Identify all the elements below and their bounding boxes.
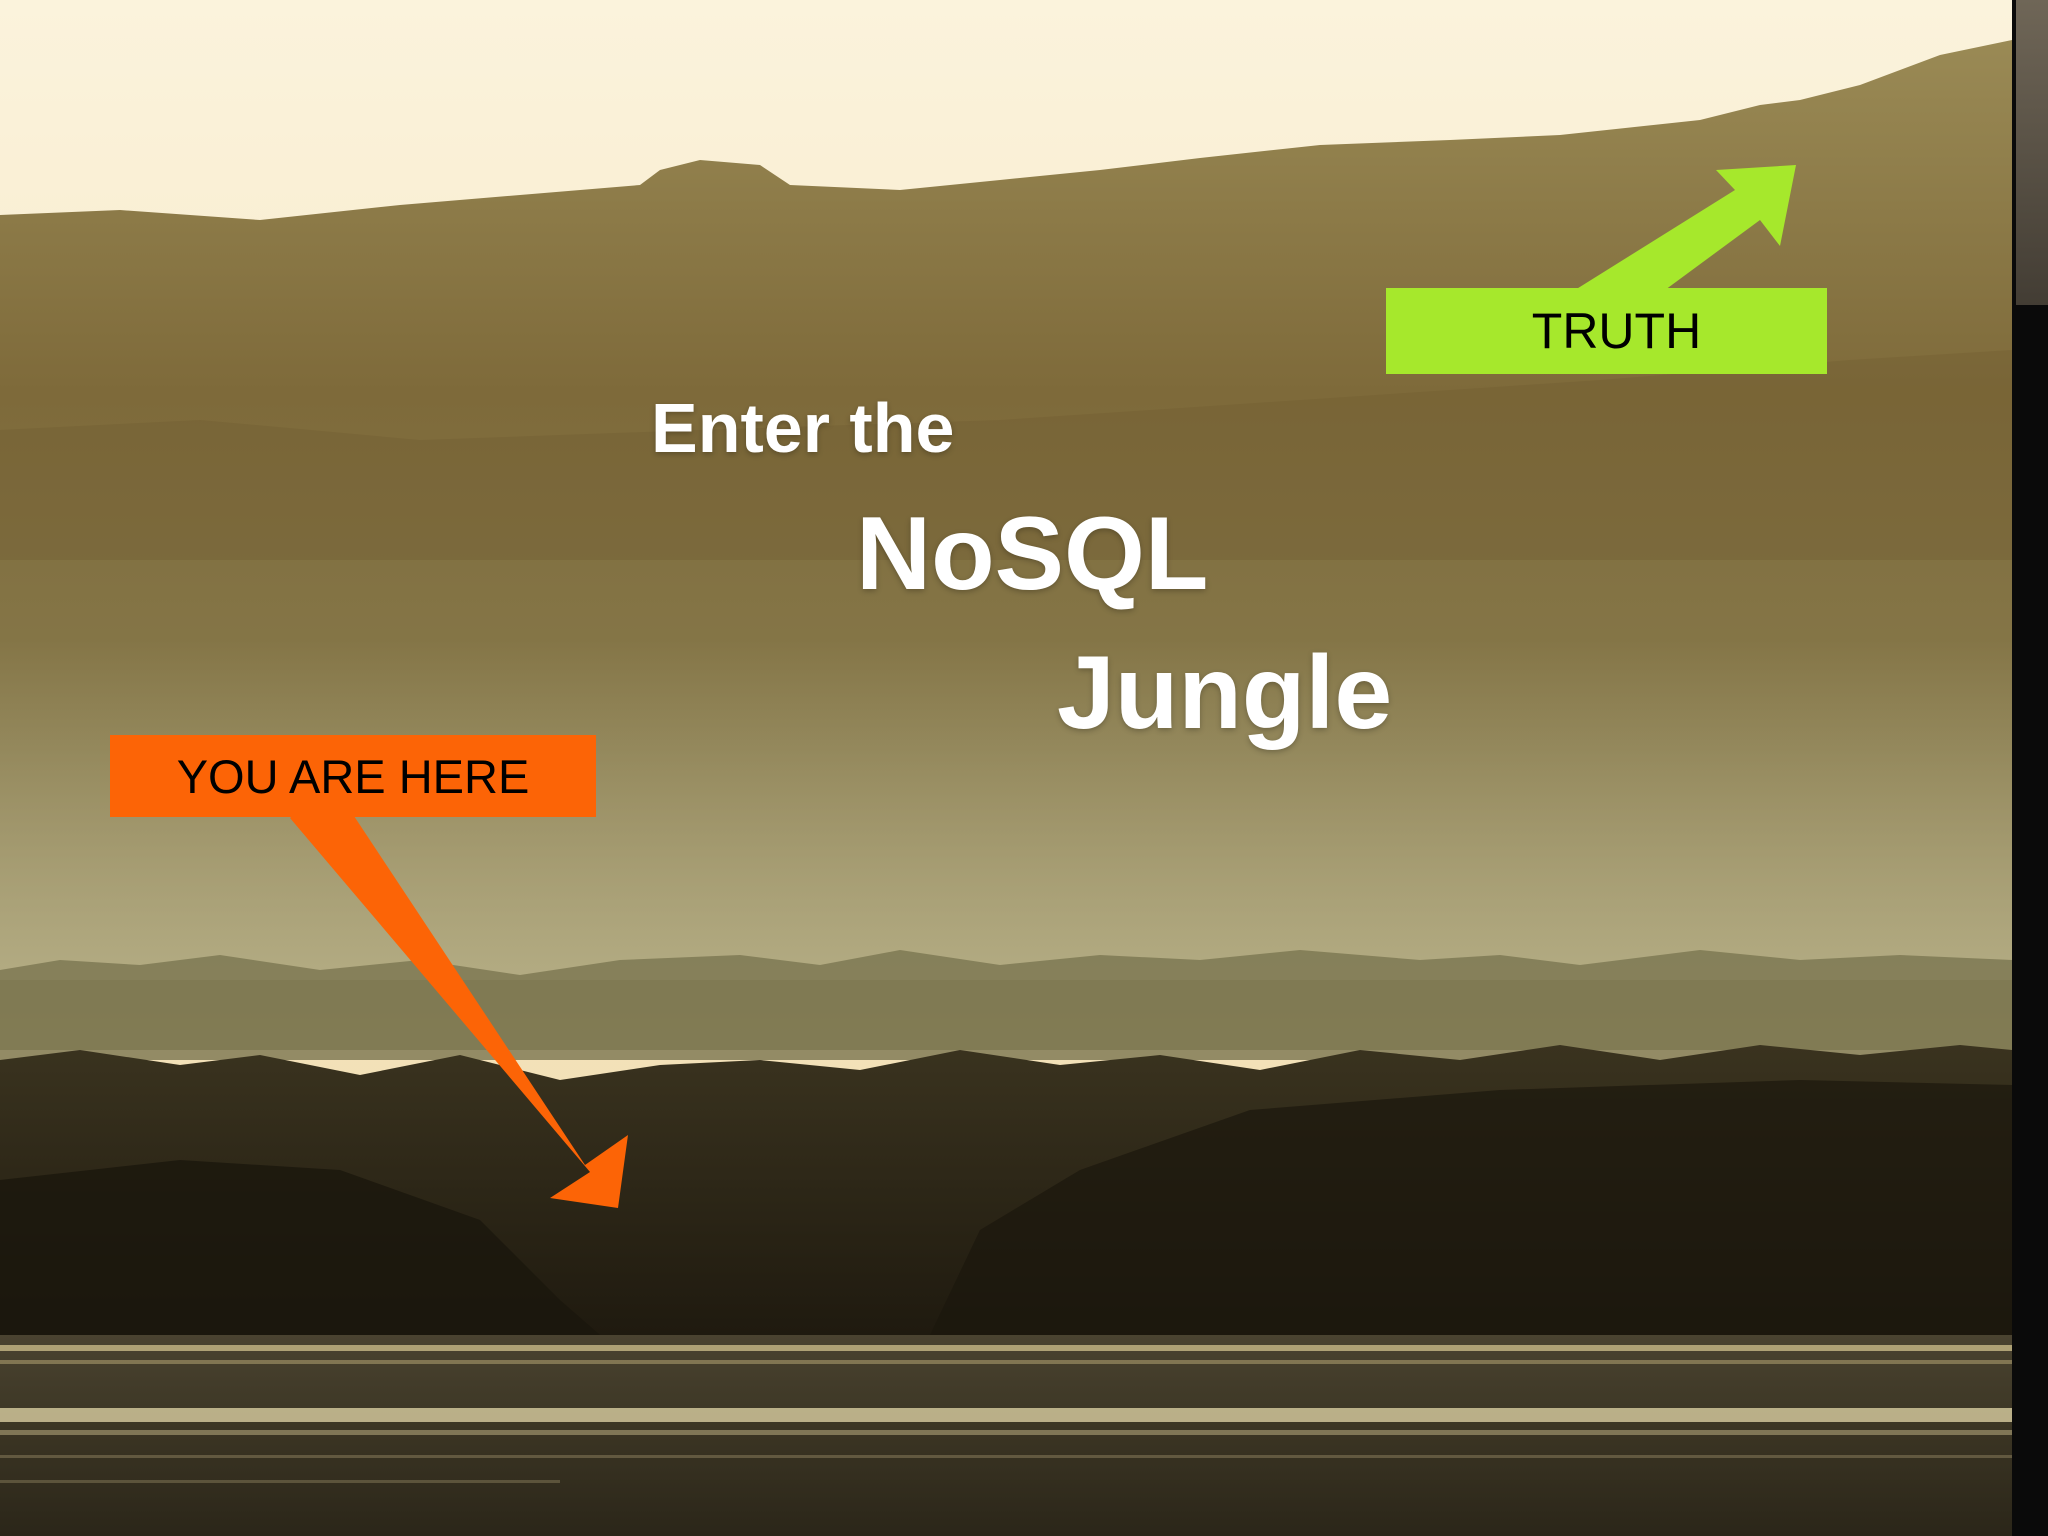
you-are-here-label: YOU ARE HERE — [110, 735, 596, 817]
truth-label: TRUTH — [1386, 288, 1827, 374]
you-are-here-arrow — [290, 810, 628, 1208]
truth-arrow — [1575, 165, 1796, 290]
title-line-jungle: Jungle — [1057, 635, 1393, 751]
title-line-nosql: NoSQL — [856, 496, 1209, 612]
title-line-enter-the: Enter the — [651, 389, 955, 467]
right-edge-accent — [2016, 0, 2048, 305]
